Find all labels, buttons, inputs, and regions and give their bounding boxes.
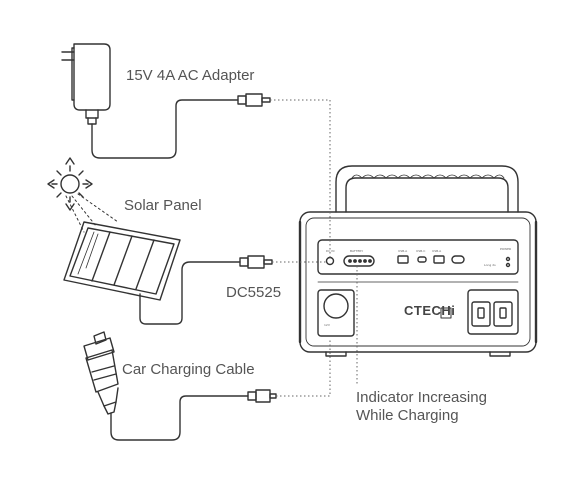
car-charger-cable bbox=[110, 395, 249, 441]
svg-text:POWER: POWER bbox=[500, 247, 511, 251]
car-plug-icon bbox=[247, 389, 277, 403]
svg-text:Long 2s: Long 2s bbox=[484, 263, 496, 267]
ac-adapter-label: 15V 4A AC Adapter bbox=[126, 67, 255, 84]
svg-text:USB-C: USB-C bbox=[416, 249, 425, 253]
svg-text:USB-A: USB-A bbox=[398, 249, 408, 253]
car-cable-label: Car Charging Cable bbox=[122, 361, 255, 378]
svg-text:12V: 12V bbox=[324, 323, 331, 327]
solar-panel-icon bbox=[63, 221, 181, 301]
ac-adapter-plug-icon bbox=[237, 93, 271, 107]
svg-text:USB-A: USB-A bbox=[432, 249, 442, 253]
power-station bbox=[298, 165, 538, 357]
indicator-label-line2: While Charging bbox=[356, 407, 459, 424]
ac-adapter-cable bbox=[91, 99, 239, 159]
device-fine-print: DC IN BATTERY USB-A USB-C USB-A Long 2s … bbox=[324, 247, 511, 327]
solar-panel-label: Solar Panel bbox=[124, 197, 202, 214]
brand-logo: CTECHi bbox=[404, 303, 456, 318]
dc-port-label: DC5525 bbox=[226, 284, 282, 301]
solar-plug-icon bbox=[239, 255, 273, 269]
adapter-leader-line bbox=[270, 99, 331, 258]
ac-adapter-icon bbox=[61, 43, 111, 125]
leader-lines bbox=[270, 99, 358, 397]
solar-panel-cable bbox=[139, 261, 241, 325]
svg-text:BATTERY: BATTERY bbox=[350, 249, 363, 253]
indicator-label-line1: Indicator Increasing bbox=[356, 389, 487, 406]
car-charger-icon bbox=[83, 331, 119, 415]
sun-icon bbox=[47, 157, 93, 211]
svg-text:DC IN: DC IN bbox=[326, 249, 335, 253]
